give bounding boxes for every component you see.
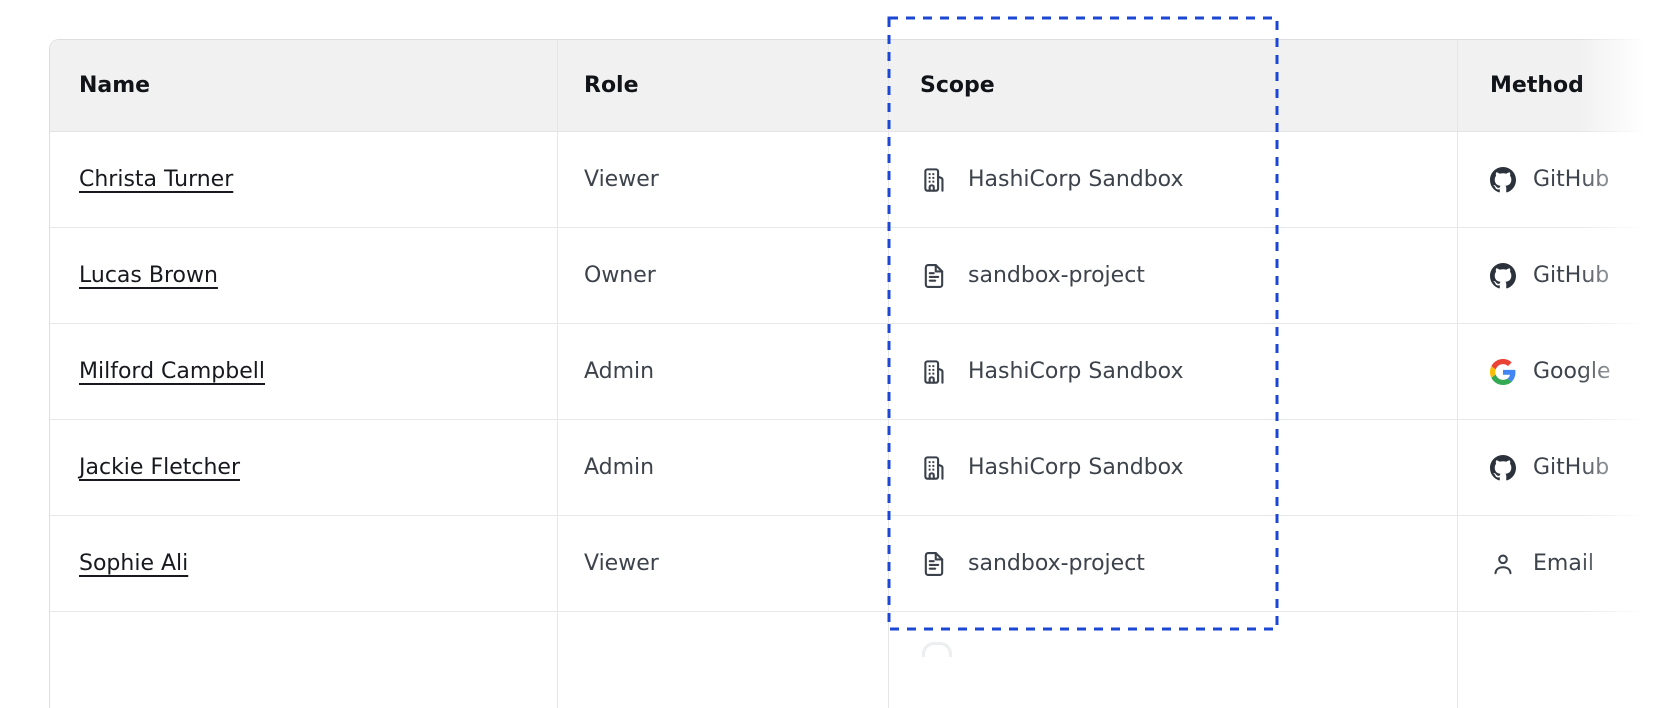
table-row-partial <box>50 612 1672 708</box>
scope-cell: HashiCorp Sandbox <box>888 420 1457 515</box>
member-method: GitHub <box>1533 263 1610 288</box>
role-cell: Viewer <box>557 516 888 611</box>
org-building-icon <box>920 166 948 194</box>
member-role: Owner <box>584 263 656 288</box>
member-name-link[interactable]: Milford Campbell <box>79 359 265 384</box>
member-scope: sandbox-project <box>968 263 1145 288</box>
column-header-label: Role <box>584 73 639 98</box>
member-role: Admin <box>584 455 655 480</box>
member-scope: HashiCorp Sandbox <box>968 167 1184 192</box>
file-text-icon <box>920 262 948 290</box>
members-table: Name Role Scope Method Christa Turner Vi… <box>49 39 1672 708</box>
org-building-icon <box>920 358 948 386</box>
scope-cell: sandbox-project <box>888 516 1457 611</box>
name-cell: Sophie Ali <box>50 516 557 611</box>
method-cell: GitHub <box>1457 420 1672 515</box>
file-text-icon <box>920 550 948 578</box>
member-name-link[interactable]: Sophie Ali <box>79 551 189 576</box>
column-header-label: Name <box>79 73 151 98</box>
role-cell: Owner <box>557 228 888 323</box>
method-cell: GitHub <box>1457 132 1672 227</box>
column-header-role: Role <box>557 40 888 131</box>
member-method: GitHub <box>1533 455 1610 480</box>
table-row: Lucas Brown Owner sandbox-project GitHub <box>50 228 1672 324</box>
role-cell: Admin <box>557 324 888 419</box>
method-cell: Email <box>1457 516 1672 611</box>
member-scope: HashiCorp Sandbox <box>968 359 1184 384</box>
column-header-name: Name <box>50 40 557 131</box>
table-row: Milford Campbell Admin HashiCorp Sandbox… <box>50 324 1672 420</box>
user-icon <box>1490 551 1516 577</box>
member-scope: HashiCorp Sandbox <box>968 455 1184 480</box>
github-icon <box>1490 263 1516 289</box>
member-scope: sandbox-project <box>968 551 1145 576</box>
github-icon <box>1490 167 1516 193</box>
member-method: Google <box>1533 359 1611 384</box>
scope-cell: HashiCorp Sandbox <box>888 132 1457 227</box>
member-name-link[interactable]: Lucas Brown <box>79 263 218 288</box>
partial-row-icon-hint <box>922 642 952 657</box>
column-header-label: Scope <box>920 73 995 98</box>
github-icon <box>1490 455 1516 481</box>
column-header-method: Method <box>1457 40 1672 131</box>
role-cell: Viewer <box>557 132 888 227</box>
member-role: Viewer <box>584 551 659 576</box>
member-method: Email <box>1533 551 1595 576</box>
member-method: GitHub <box>1533 167 1610 192</box>
name-cell: Milford Campbell <box>50 324 557 419</box>
org-building-icon <box>920 454 948 482</box>
method-cell: GitHub <box>1457 228 1672 323</box>
column-header-label: Method <box>1490 73 1584 98</box>
name-cell: Jackie Fletcher <box>50 420 557 515</box>
method-cell: Google <box>1457 324 1672 419</box>
column-header-scope: Scope <box>888 40 1457 131</box>
table-header-row: Name Role Scope Method <box>50 40 1672 132</box>
google-icon <box>1490 359 1516 385</box>
scope-cell: sandbox-project <box>888 228 1457 323</box>
scope-cell: HashiCorp Sandbox <box>888 324 1457 419</box>
table-row: Jackie Fletcher Admin HashiCorp Sandbox … <box>50 420 1672 516</box>
table-row: Sophie Ali Viewer sandbox-project Email <box>50 516 1672 612</box>
member-name-link[interactable]: Jackie Fletcher <box>79 455 240 480</box>
name-cell: Christa Turner <box>50 132 557 227</box>
name-cell: Lucas Brown <box>50 228 557 323</box>
member-role: Viewer <box>584 167 659 192</box>
role-cell: Admin <box>557 420 888 515</box>
member-role: Admin <box>584 359 655 384</box>
member-name-link[interactable]: Christa Turner <box>79 167 234 192</box>
table-row: Christa Turner Viewer HashiCorp Sandbox … <box>50 132 1672 228</box>
members-table-region: Name Role Scope Method Christa Turner Vi… <box>49 0 1672 708</box>
table-body: Christa Turner Viewer HashiCorp Sandbox … <box>50 132 1672 612</box>
